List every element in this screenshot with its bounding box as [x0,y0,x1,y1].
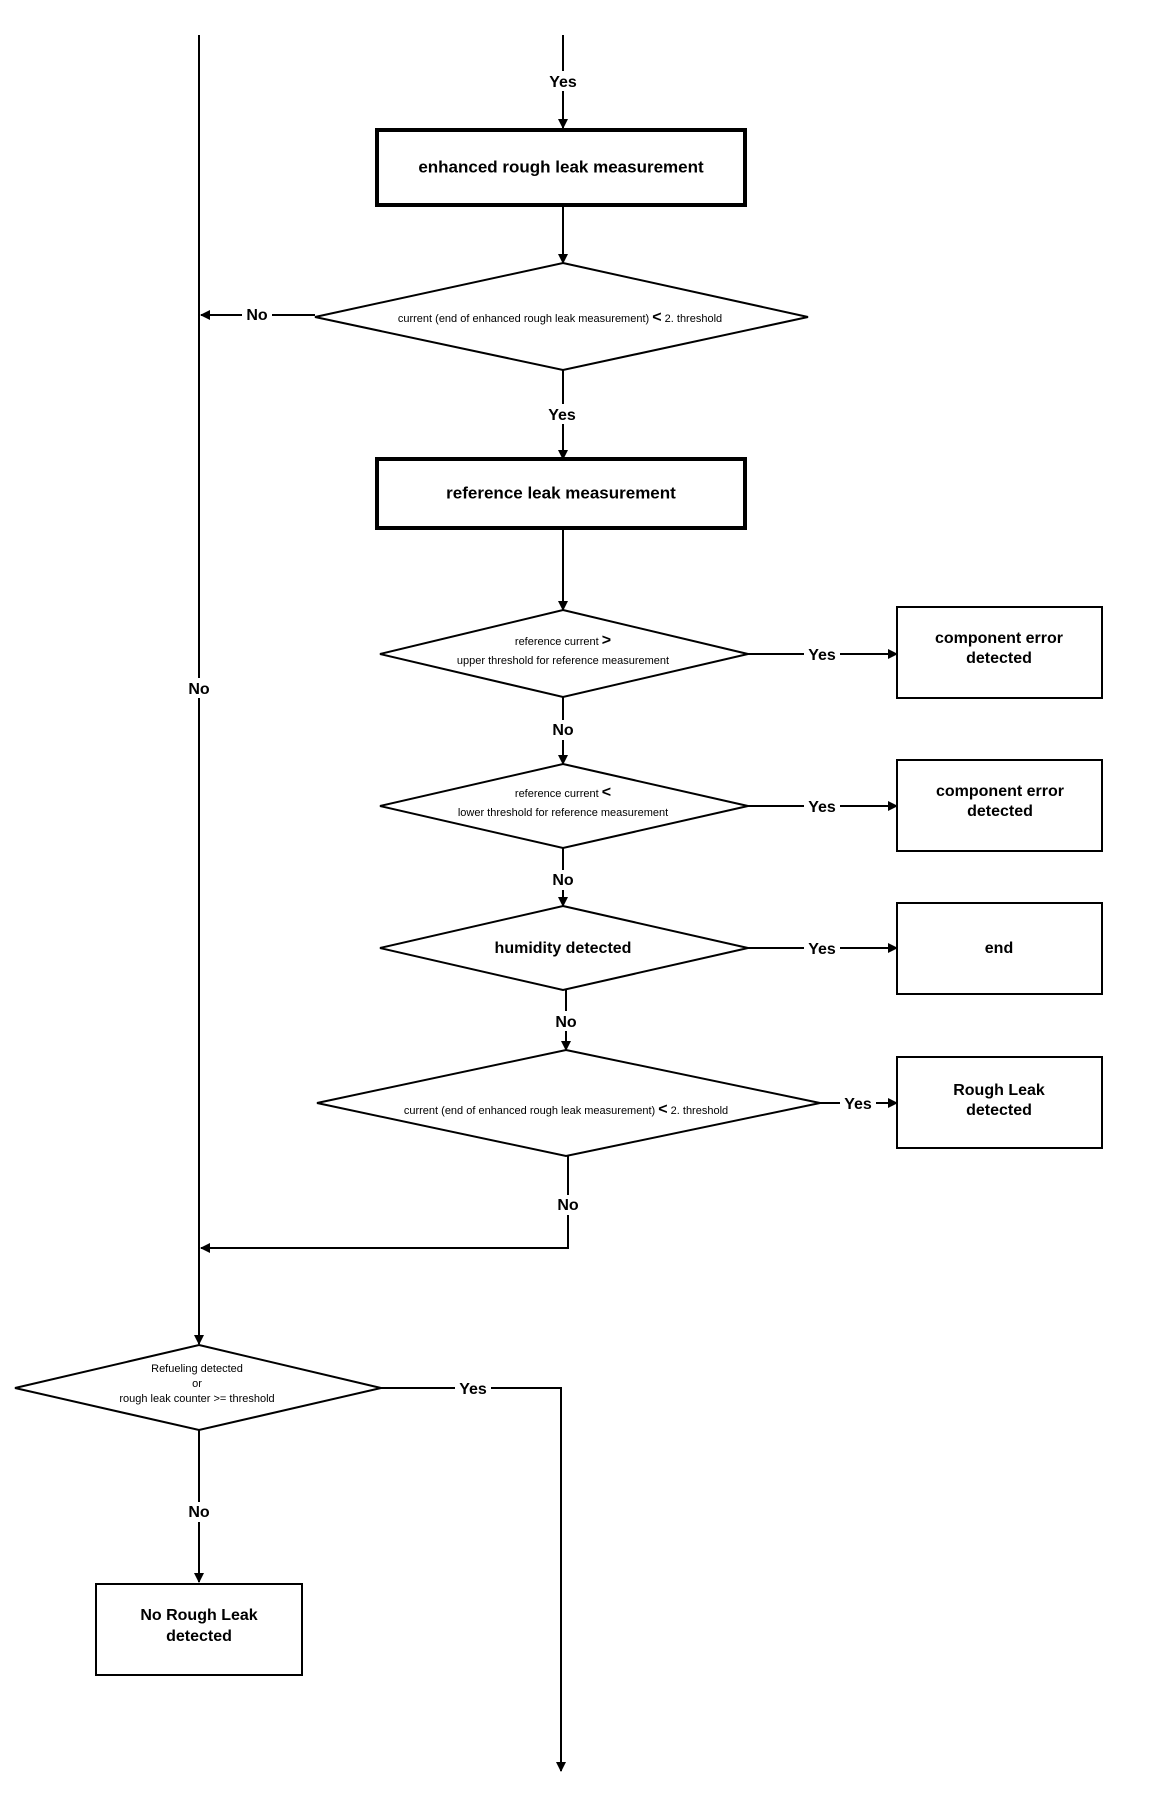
d3-line1: reference current < [515,784,611,801]
comp-error-1-line2: detected [966,650,1032,667]
label-yes-top: Yes [549,74,577,91]
label-no-d6: No [188,1504,210,1521]
reference-label: reference leak measurement [446,483,676,502]
label-no-d1: No [246,307,268,324]
decision-d3: reference current < lower threshold for … [379,762,749,850]
no-rough-leak-line1: No Rough Leak [140,1607,257,1624]
label-yes-d5: Yes [844,1096,872,1113]
d1-text: current (end of enhanced rough leak meas… [398,309,722,326]
label-yes-d1: Yes [548,407,576,424]
decision-d1: current (end of enhanced rough leak meas… [314,261,809,372]
outcome-component-error-2: component error detected [896,759,1103,852]
d6-line3: rough leak counter >= threshold [119,1393,274,1405]
label-no-d5: No [557,1197,579,1214]
enhanced-label: enhanced rough leak measurement [418,157,704,176]
decision-d6: Refueling detected or rough leak counter… [14,1343,382,1432]
arrow-d6-yes [381,1387,566,1772]
decision-d5: current (end of enhanced rough leak meas… [316,1048,821,1158]
d5-text: current (end of enhanced rough leak meas… [404,1101,728,1118]
d2-line1: reference current > [515,632,611,649]
rough-leak-line2: detected [966,1102,1032,1119]
process-box-reference: reference leak measurement [375,457,747,530]
rough-leak-line1: Rough Leak [953,1082,1045,1099]
d6-line2: or [192,1378,202,1390]
comp-error-2-line2: detected [967,803,1033,820]
outcome-component-error-1: component error detected [896,606,1103,699]
arrow-d5-no [200,1156,569,1253]
label-yes-d4: Yes [808,941,836,958]
label-no-d4: No [555,1014,577,1031]
label-no-d2: No [552,722,574,739]
d6-line1: Refueling detected [151,1363,243,1375]
label-yes-d6: Yes [459,1381,487,1398]
label-yes-d3: Yes [808,799,836,816]
decision-d2: reference current > upper threshold for … [379,608,749,699]
end-label: end [985,940,1013,957]
outcome-no-rough-leak: No Rough Leak detected [95,1583,303,1676]
outcome-end: end [896,902,1103,995]
label-no-d3: No [552,872,574,889]
d4-text: humidity detected [495,940,632,957]
outcome-rough-leak: Rough Leak detected [896,1056,1103,1149]
d3-line2: lower threshold for reference measuremen… [458,807,668,819]
comp-error-1-line1: component error [935,630,1063,647]
label-no-left: No [188,681,210,698]
d2-line2: upper threshold for reference measuremen… [457,655,669,667]
decision-d4: humidity detected [379,904,749,992]
label-yes-d2: Yes [808,647,836,664]
comp-error-2-line1: component error [936,783,1064,800]
edge-labels: Yes No Yes No Yes No Yes No Yes No Yes [184,71,876,1522]
process-box-enhanced: enhanced rough leak measurement [375,128,747,207]
no-rough-leak-line2: detected [166,1628,232,1645]
